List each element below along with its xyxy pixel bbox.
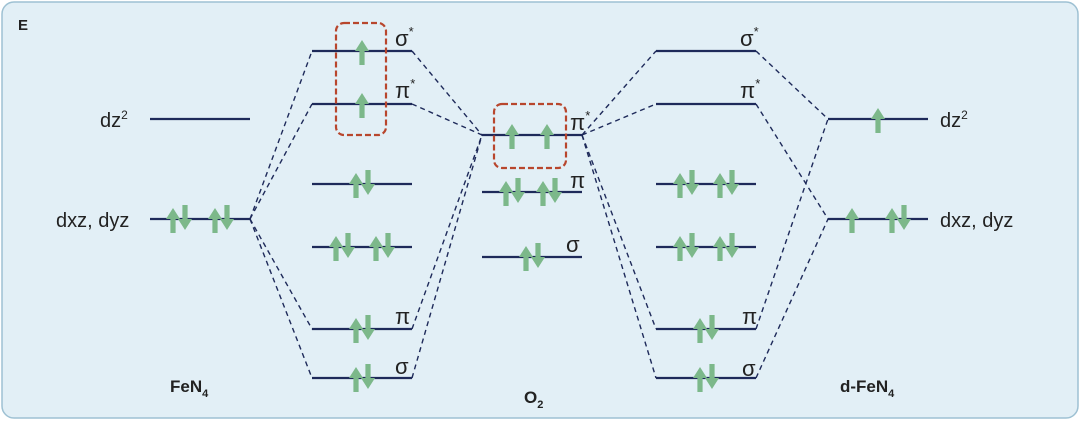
fen4-pi-label: π (395, 304, 410, 329)
connector-line-6 (411, 103, 483, 136)
fen4-pi-star-label: π* (395, 76, 415, 103)
dfen4-sigma-label: σ (742, 356, 756, 381)
connector-line-16 (755, 218, 829, 379)
o2-pi-label: π (570, 168, 585, 193)
right-label-dxz-dyz: dxz, dyz (940, 210, 1013, 232)
left-label-dz2: dz2 (100, 108, 128, 132)
right-label-dz2: dz2 (940, 108, 968, 132)
o2-pi-star-label: π* (570, 108, 590, 135)
dfen4-pi-star-label: π* (740, 76, 760, 103)
connector-lines (249, 50, 829, 379)
connector-line-11 (581, 134, 657, 330)
connector-line-2 (249, 103, 313, 220)
connector-line-13 (755, 50, 829, 120)
connector-line-15 (755, 118, 829, 330)
connector-line-1 (249, 50, 313, 220)
o2-sigma-label: σ (566, 232, 580, 257)
highlight-box-fen4-antibonding (334, 21, 388, 137)
connector-line-4 (249, 218, 313, 379)
connector-line-5 (411, 50, 483, 136)
connector-line-14 (755, 103, 829, 220)
connector-line-8 (411, 134, 483, 379)
left-label-dxz-dyz: dxz, dyz (56, 210, 129, 232)
column-title-o2: O2 (524, 388, 543, 411)
column-title-fen4: FeN4 (170, 377, 209, 400)
dfen4-pi-label: π (742, 304, 757, 329)
dfen4-sigma-star-label: σ* (740, 24, 759, 51)
highlight-box-o2-pi-star (492, 102, 568, 170)
fen4-sigma-star-label: σ* (395, 24, 414, 51)
connector-line-9 (581, 50, 657, 136)
connector-line-10 (581, 103, 657, 136)
connector-line-7 (411, 134, 483, 330)
connector-line-12 (581, 134, 657, 379)
connector-line-3 (249, 218, 313, 330)
fen4-sigma-label: σ (395, 354, 409, 379)
panel-letter: E (18, 17, 28, 34)
column-title-dfen4: d-FeN4 (840, 377, 895, 400)
